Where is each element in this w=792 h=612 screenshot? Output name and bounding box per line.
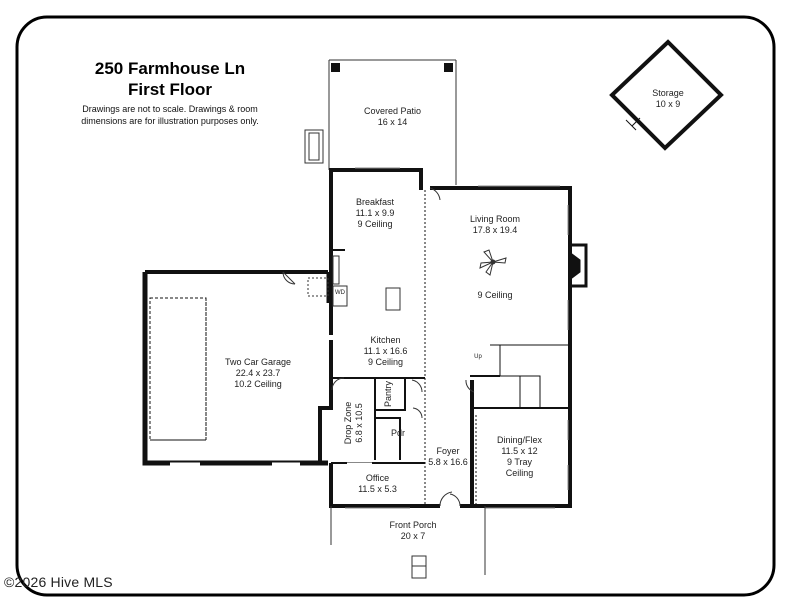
windows xyxy=(345,167,569,509)
ceiling-fan-icon xyxy=(479,249,507,276)
front-porch-outline xyxy=(330,506,486,579)
kitchen-fixtures xyxy=(307,255,401,311)
kitchen-label: Kitchen 11.1 x 16.6 9 Ceiling xyxy=(363,335,408,367)
disclaimer: Drawings are not to scale. Drawings & ro… xyxy=(50,103,290,127)
covered-patio-label: Covered Patio 16 x 14 xyxy=(363,106,422,127)
house-walls xyxy=(142,168,588,508)
covered-patio-outline xyxy=(304,59,457,185)
powder-label: Pdr xyxy=(390,428,405,438)
office-label: Office 11.5 x 5.3 xyxy=(358,473,397,494)
pantry-label: Pantry xyxy=(383,381,393,408)
disclaimer-line-2: dimensions are for illustration purposes… xyxy=(81,116,259,126)
stairs-up-label: Up xyxy=(474,354,482,360)
garage-label: Two Car Garage 22.4 x 23.7 10.2 Ceiling xyxy=(224,357,292,389)
door-swings xyxy=(282,187,475,507)
living-room-label: Living Room 17.8 x 19.4 xyxy=(469,214,521,235)
storage-shed xyxy=(609,39,724,151)
dining-label: Dining/Flex 11.5 x 12 9 Tray Ceiling xyxy=(496,435,543,478)
page-frame xyxy=(15,15,776,597)
living-room-ceiling: 9 Ceiling xyxy=(477,290,513,300)
floor-line: First Floor xyxy=(127,80,213,99)
disclaimer-line-1: Drawings are not to scale. Drawings & ro… xyxy=(82,104,258,114)
front-porch-label: Front Porch 20 x 7 xyxy=(389,520,437,541)
storage-label: Storage 10 x 9 xyxy=(652,88,684,109)
drop-zone-label: Drop Zone 6.8 x 10.5 xyxy=(343,401,364,445)
address-line: 250 Farmhouse Ln xyxy=(94,59,246,78)
washer-dryer-label: WD xyxy=(335,290,345,296)
breakfast-label: Breakfast 11.1 x 9.9 9 Ceiling xyxy=(355,197,395,229)
copyright-text: ©2026 Hive MLS xyxy=(4,574,113,590)
plan-title: 250 Farmhouse Ln First Floor xyxy=(60,58,280,100)
foyer-label: Foyer 5.8 x 16.6 xyxy=(428,446,468,467)
